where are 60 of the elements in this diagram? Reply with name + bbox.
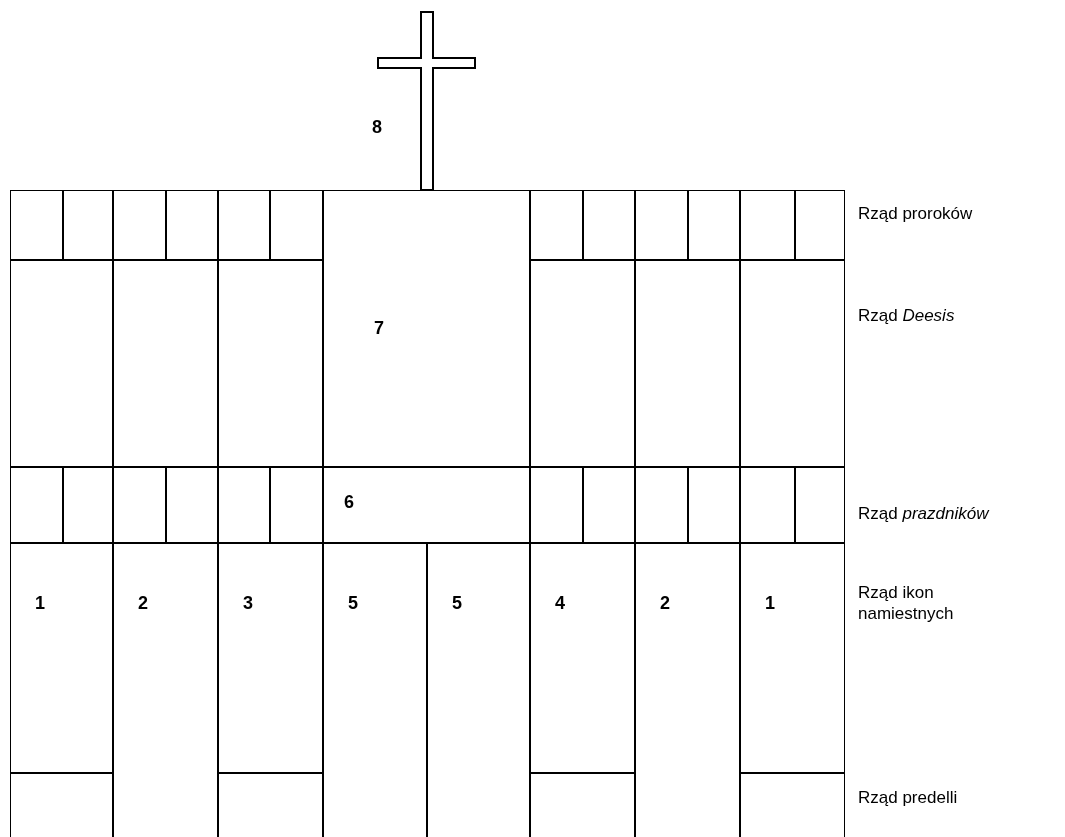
icon-panel	[740, 543, 845, 773]
icon-panel	[218, 467, 270, 543]
icon-panel	[10, 190, 63, 260]
icon-panel	[740, 190, 795, 260]
row-label: Rząd proroków	[858, 203, 974, 225]
panel-number: 5	[452, 594, 462, 612]
icon-panel	[688, 467, 740, 543]
icon-panel	[113, 190, 166, 260]
icon-panel	[583, 467, 635, 543]
icon-panel	[530, 260, 635, 467]
icon-panel	[10, 260, 113, 467]
icon-panel	[270, 190, 323, 260]
row-label: Rząd Deesis	[858, 305, 956, 327]
icon-panel	[740, 467, 795, 543]
panel-number: 1	[35, 594, 45, 612]
icon-panel	[740, 773, 845, 837]
icon-panel	[166, 467, 218, 543]
icon-panel	[63, 190, 113, 260]
panel-number: 2	[138, 594, 148, 612]
icon-panel	[113, 543, 218, 837]
panel-number: 5	[348, 594, 358, 612]
panel-number: 1	[765, 594, 775, 612]
icon-panel	[635, 467, 688, 543]
icon-panel	[740, 260, 845, 467]
icon-panel	[113, 467, 166, 543]
icon-panel	[166, 190, 218, 260]
icon-panel	[795, 190, 845, 260]
icon-panel	[427, 543, 530, 837]
icon-panel	[218, 773, 323, 837]
icon-panel	[635, 190, 688, 260]
icon-panel	[218, 190, 270, 260]
panel-number: 7	[374, 319, 384, 337]
icon-panel	[10, 543, 113, 773]
panel-number: 6	[344, 493, 354, 511]
row-label: Rząd prazdników	[858, 503, 991, 525]
panel-number: 2	[660, 594, 670, 612]
icon-panel	[635, 543, 740, 837]
icon-panel	[530, 773, 635, 837]
icon-panel	[530, 467, 583, 543]
icon-panel	[113, 260, 218, 467]
row-label: Rząd predelli	[858, 787, 959, 809]
icon-panel	[795, 467, 845, 543]
icon-panel	[323, 467, 530, 543]
icon-panel	[583, 190, 635, 260]
icon-panel	[530, 190, 583, 260]
icon-panel	[218, 260, 323, 467]
row-label: Rząd ikon namiestnych	[858, 582, 955, 625]
icon-panel	[270, 467, 323, 543]
icon-panel	[323, 543, 427, 837]
icon-panel	[218, 543, 323, 773]
icon-panel	[10, 773, 113, 837]
icon-panel	[688, 190, 740, 260]
icon-panel	[10, 467, 63, 543]
icon-panel	[323, 190, 530, 467]
panel-number: 4	[555, 594, 565, 612]
panel-number: 8	[372, 118, 382, 136]
panel-number: 3	[243, 594, 253, 612]
icon-panel	[530, 543, 635, 773]
icon-panel	[63, 467, 113, 543]
icon-panel	[635, 260, 740, 467]
